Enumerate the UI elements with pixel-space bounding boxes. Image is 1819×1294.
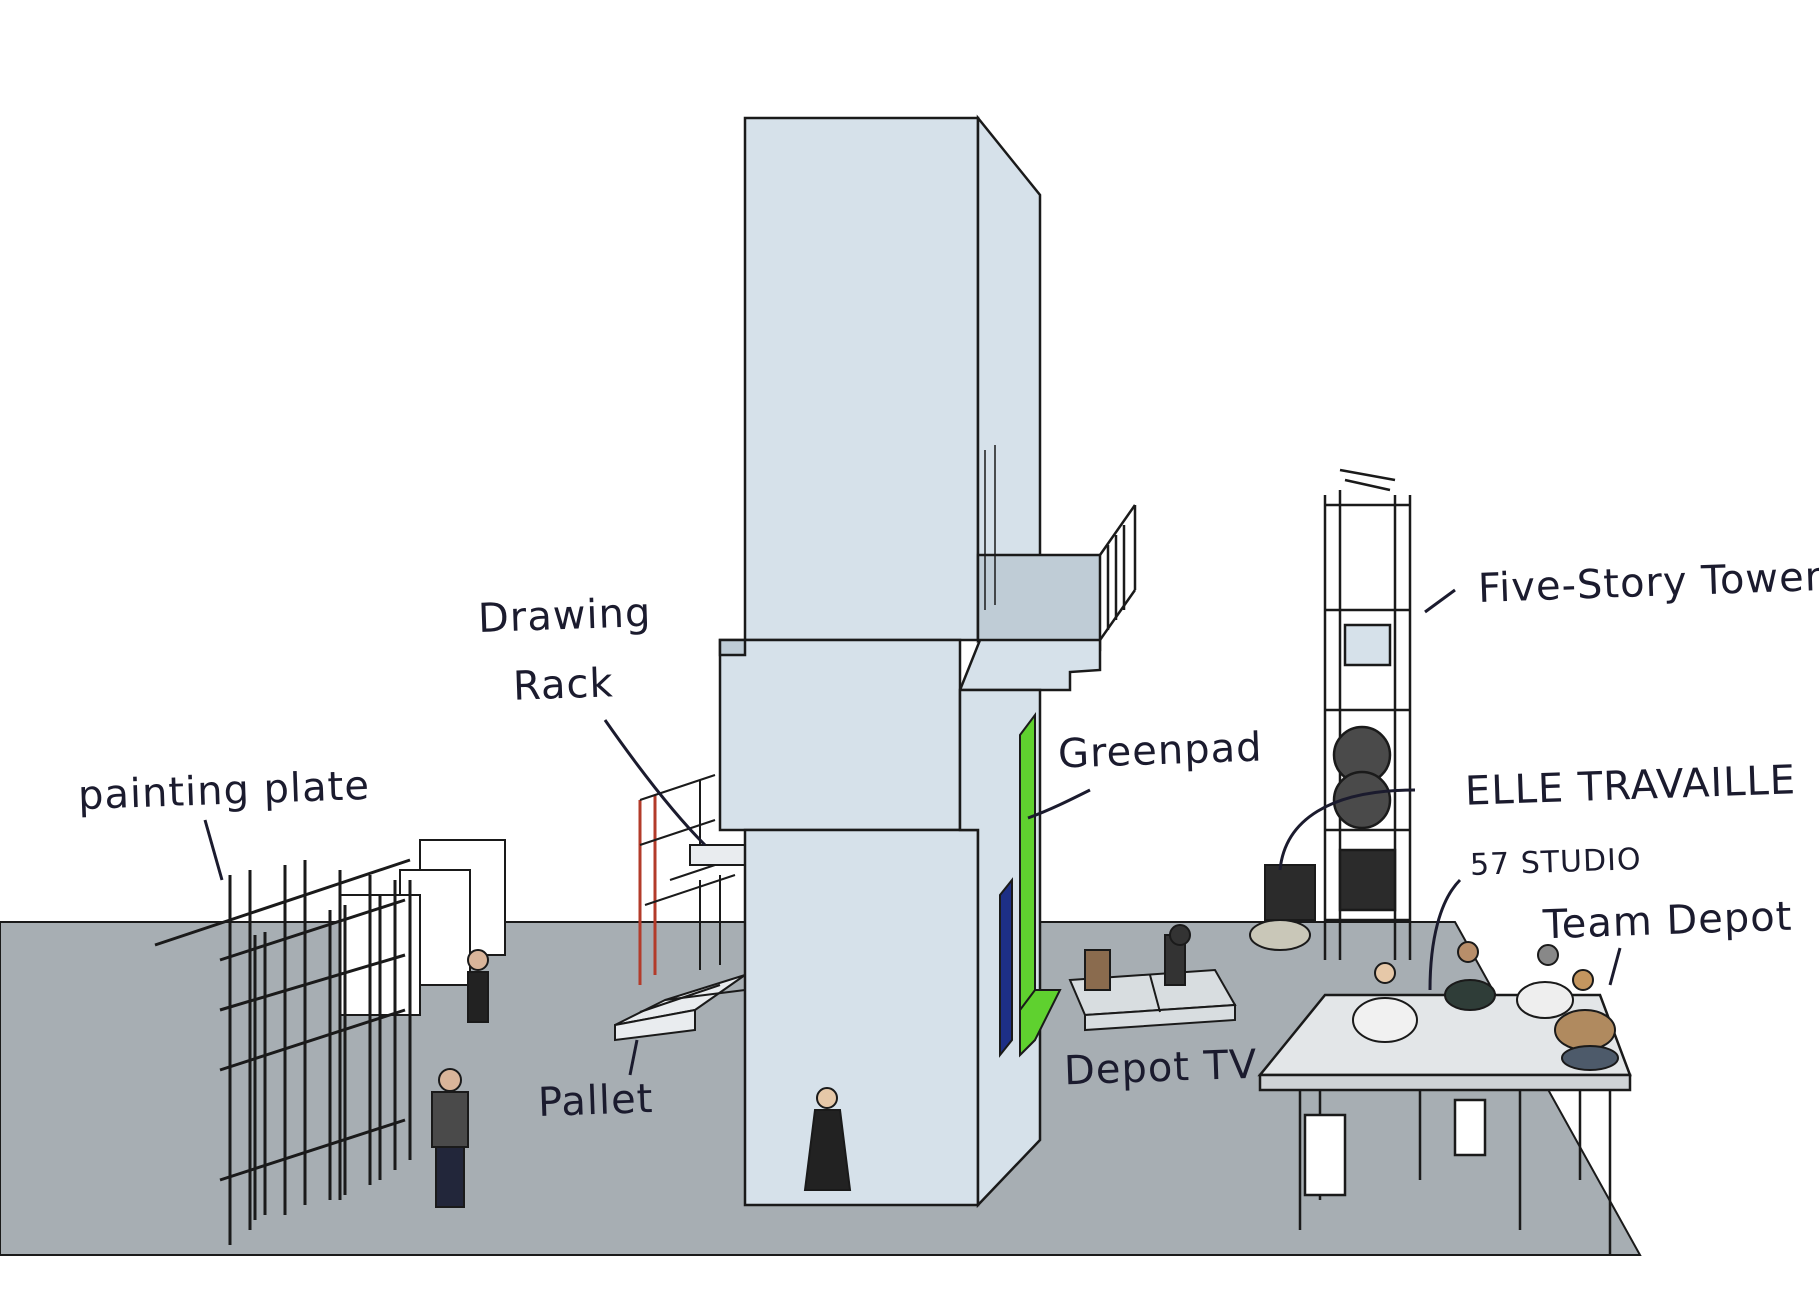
blue-panel (1000, 880, 1012, 1055)
label-drawing-rack-line2: Rack (512, 660, 614, 709)
label-greenpad: Greenpad (1057, 724, 1263, 777)
label-pallet: Pallet (537, 1076, 654, 1126)
label-drawing-rack-line1: Drawing (477, 590, 652, 642)
label-team-depot: Team Depot (1542, 894, 1793, 949)
five-story-tower (1325, 470, 1410, 960)
label-depot-tv: Depot TV (1063, 1042, 1258, 1095)
elle-travaille-booth (1250, 865, 1315, 950)
label-57-studio: 57 STUDIO (1469, 842, 1642, 883)
